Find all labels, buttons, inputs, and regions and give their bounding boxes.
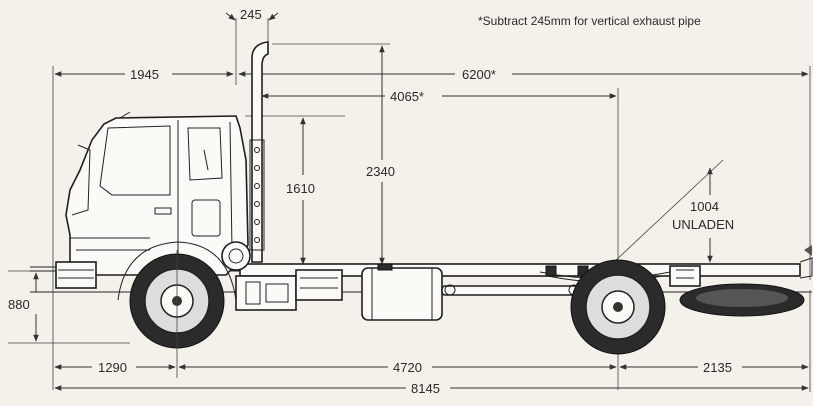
exhaust-note: *Subtract 245mm for vertical exhaust pip…	[478, 14, 701, 28]
dim-label-wheelbase: 4720	[393, 360, 422, 375]
dim-label-frame-height: 880	[8, 297, 30, 312]
dim-label-front-to-cab: 1945	[130, 67, 159, 82]
dim-label-front-overhang: 1290	[98, 360, 127, 375]
dim-exhaust-height: 2340	[272, 43, 395, 265]
dim-overall-length: 8145	[54, 381, 809, 396]
fuel-tank	[361, 267, 443, 321]
dim-rear-rise: 1004 UNLADEN	[613, 159, 734, 263]
dim-label-exhaust-width: 245	[240, 7, 262, 22]
dim-label-exhaust-to-axle: 4065*	[390, 89, 424, 104]
dim-label-unladen: UNLADEN	[672, 217, 734, 232]
dim-upper-row: 1945 6200*	[52, 66, 811, 390]
rear-wheel	[570, 259, 666, 355]
dim-lower-row: 1290 4720 2135	[54, 250, 811, 392]
dim-label-rear-overhang: 2135	[703, 360, 732, 375]
dim-label-cab-to-end: 6200*	[462, 67, 496, 82]
air-cleaner	[221, 241, 251, 271]
dim-cab-height: 1610	[245, 115, 345, 265]
dim-exhaust-width: 245	[225, 7, 279, 85]
exhaust-pipe	[251, 41, 269, 263]
dim-exhaust-to-axle: 4065*	[261, 88, 619, 390]
dim-label-cab-height: 1610	[286, 181, 315, 196]
dim-label-overall-length: 8145	[411, 381, 440, 396]
dim-label-rear-rise: 1004	[690, 199, 719, 214]
dim-label-exhaust-height: 2340	[366, 164, 395, 179]
